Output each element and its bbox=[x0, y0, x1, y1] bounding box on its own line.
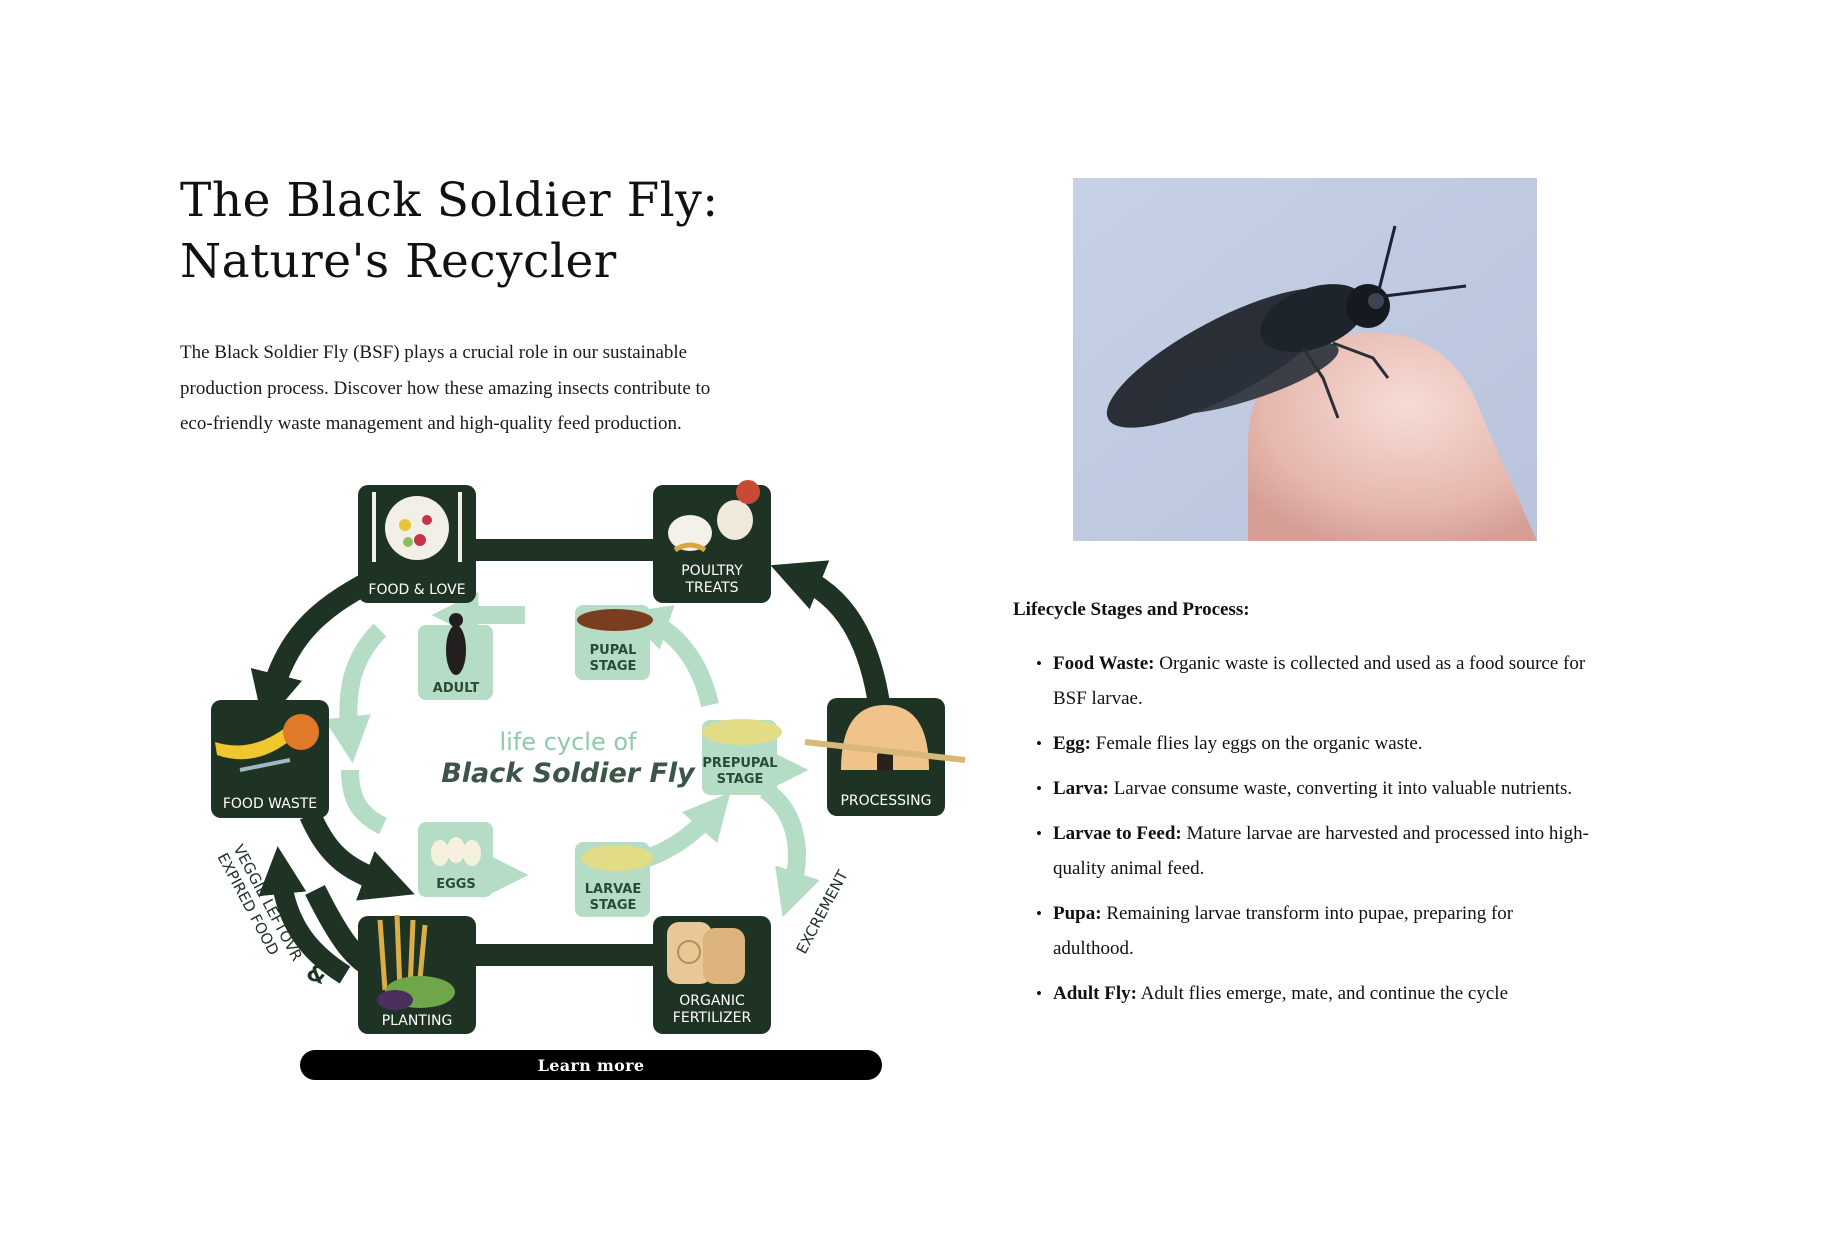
list-item: Pupa: Remaining larvae transform into pu… bbox=[1036, 896, 1598, 966]
label-prepupal-2: STAGE bbox=[717, 772, 764, 787]
list-item: Food Waste: Organic waste is collected a… bbox=[1036, 646, 1598, 716]
node-food-waste: FOOD WASTE bbox=[211, 700, 329, 818]
stage-term: Larvae to Feed: bbox=[1053, 823, 1182, 844]
node-organic-fertilizer: ORGANIC FERTILIZER bbox=[653, 916, 771, 1034]
stage-term: Food Waste: bbox=[1053, 653, 1155, 674]
label-poultry-1: POULTRY bbox=[681, 563, 743, 579]
label-eggs: EGGS bbox=[436, 877, 476, 892]
node-larvae-stage: LARVAE STAGE bbox=[575, 842, 653, 917]
lifecycle-list: Food Waste: Organic waste is collected a… bbox=[1013, 646, 1613, 1011]
lifecycle-section: Lifecycle Stages and Process: Food Waste… bbox=[1013, 596, 1613, 1021]
stage-desc: Mature larvae are harvested and processe… bbox=[1053, 823, 1590, 879]
label-larvae-2: STAGE bbox=[590, 898, 637, 913]
stage-desc: Adult flies emerge, mate, and continue t… bbox=[1140, 983, 1509, 1004]
stage-term: Larva: bbox=[1053, 778, 1109, 799]
label-poultry-2: TREATS bbox=[684, 580, 738, 596]
lifecycle-diagram: FOOD & LOVE POULTRY TREATS FOOD WASTE PR… bbox=[205, 470, 985, 1040]
title-line-1: The Black Soldier Fly: bbox=[180, 173, 719, 228]
diagram-center-subtitle: life cycle of bbox=[500, 728, 638, 756]
veggie-return-arrow bbox=[258, 846, 351, 984]
stage-term: Egg: bbox=[1053, 733, 1091, 754]
label-food-love: FOOD & LOVE bbox=[368, 582, 465, 598]
node-adult: ADULT bbox=[418, 613, 493, 700]
label-larvae-1: LARVAE bbox=[585, 882, 641, 897]
stage-desc: Larvae consume waste, converting it into… bbox=[1113, 778, 1573, 799]
label-prepupal-1: PREPUPAL bbox=[702, 756, 777, 771]
title-line-2: Nature's Recycler bbox=[180, 234, 617, 289]
node-food-love: FOOD & LOVE bbox=[358, 485, 476, 603]
node-poultry-treats: POULTRY TREATS bbox=[653, 480, 771, 603]
node-eggs: EGGS bbox=[418, 822, 493, 897]
stage-desc: Remaining larvae transform into pupae, p… bbox=[1053, 903, 1514, 959]
label-ampersand: & bbox=[303, 960, 330, 990]
list-item: Adult Fly: Adult flies emerge, mate, and… bbox=[1036, 976, 1598, 1011]
learn-more-button[interactable]: Learn more bbox=[300, 1050, 882, 1080]
list-item: Larvae to Feed: Mature larvae are harves… bbox=[1036, 816, 1598, 886]
stage-desc: Organic waste is collected and used as a… bbox=[1053, 653, 1586, 709]
node-processing: PROCESSING bbox=[804, 698, 966, 816]
page-title: The Black Soldier Fly: Nature's Recycler bbox=[180, 170, 1000, 292]
intro-paragraph: The Black Soldier Fly (BSF) plays a cruc… bbox=[180, 342, 711, 434]
fly-photo bbox=[1073, 178, 1537, 541]
node-prepupal-stage: PREPUPAL STAGE bbox=[702, 719, 782, 795]
list-item: Larva: Larvae consume waste, converting … bbox=[1036, 771, 1598, 806]
label-food-waste: FOOD WASTE bbox=[223, 796, 317, 812]
lifecycle-title: Lifecycle Stages and Process: bbox=[1013, 599, 1250, 620]
node-planting: PLANTING bbox=[358, 914, 476, 1034]
label-fertilizer-2: FERTILIZER bbox=[673, 1010, 752, 1026]
diagram-center-title: Black Soldier Fly bbox=[441, 758, 696, 789]
hero-section: The Black Soldier Fly: Nature's Recycler… bbox=[180, 170, 1000, 442]
label-pupal-1: PUPAL bbox=[590, 643, 637, 658]
stage-term: Pupa: bbox=[1053, 903, 1102, 924]
node-pupal-stage: PUPAL STAGE bbox=[575, 605, 653, 680]
label-planting: PLANTING bbox=[382, 1013, 453, 1029]
label-processing: PROCESSING bbox=[840, 793, 931, 809]
label-pupal-2: STAGE bbox=[590, 659, 637, 674]
label-adult: ADULT bbox=[433, 681, 480, 696]
list-item: Egg: Female flies lay eggs on the organi… bbox=[1036, 726, 1598, 761]
stage-desc: Female flies lay eggs on the organic was… bbox=[1095, 733, 1423, 754]
stage-term: Adult Fly: bbox=[1053, 983, 1137, 1004]
label-fertilizer-1: ORGANIC bbox=[679, 993, 745, 1009]
